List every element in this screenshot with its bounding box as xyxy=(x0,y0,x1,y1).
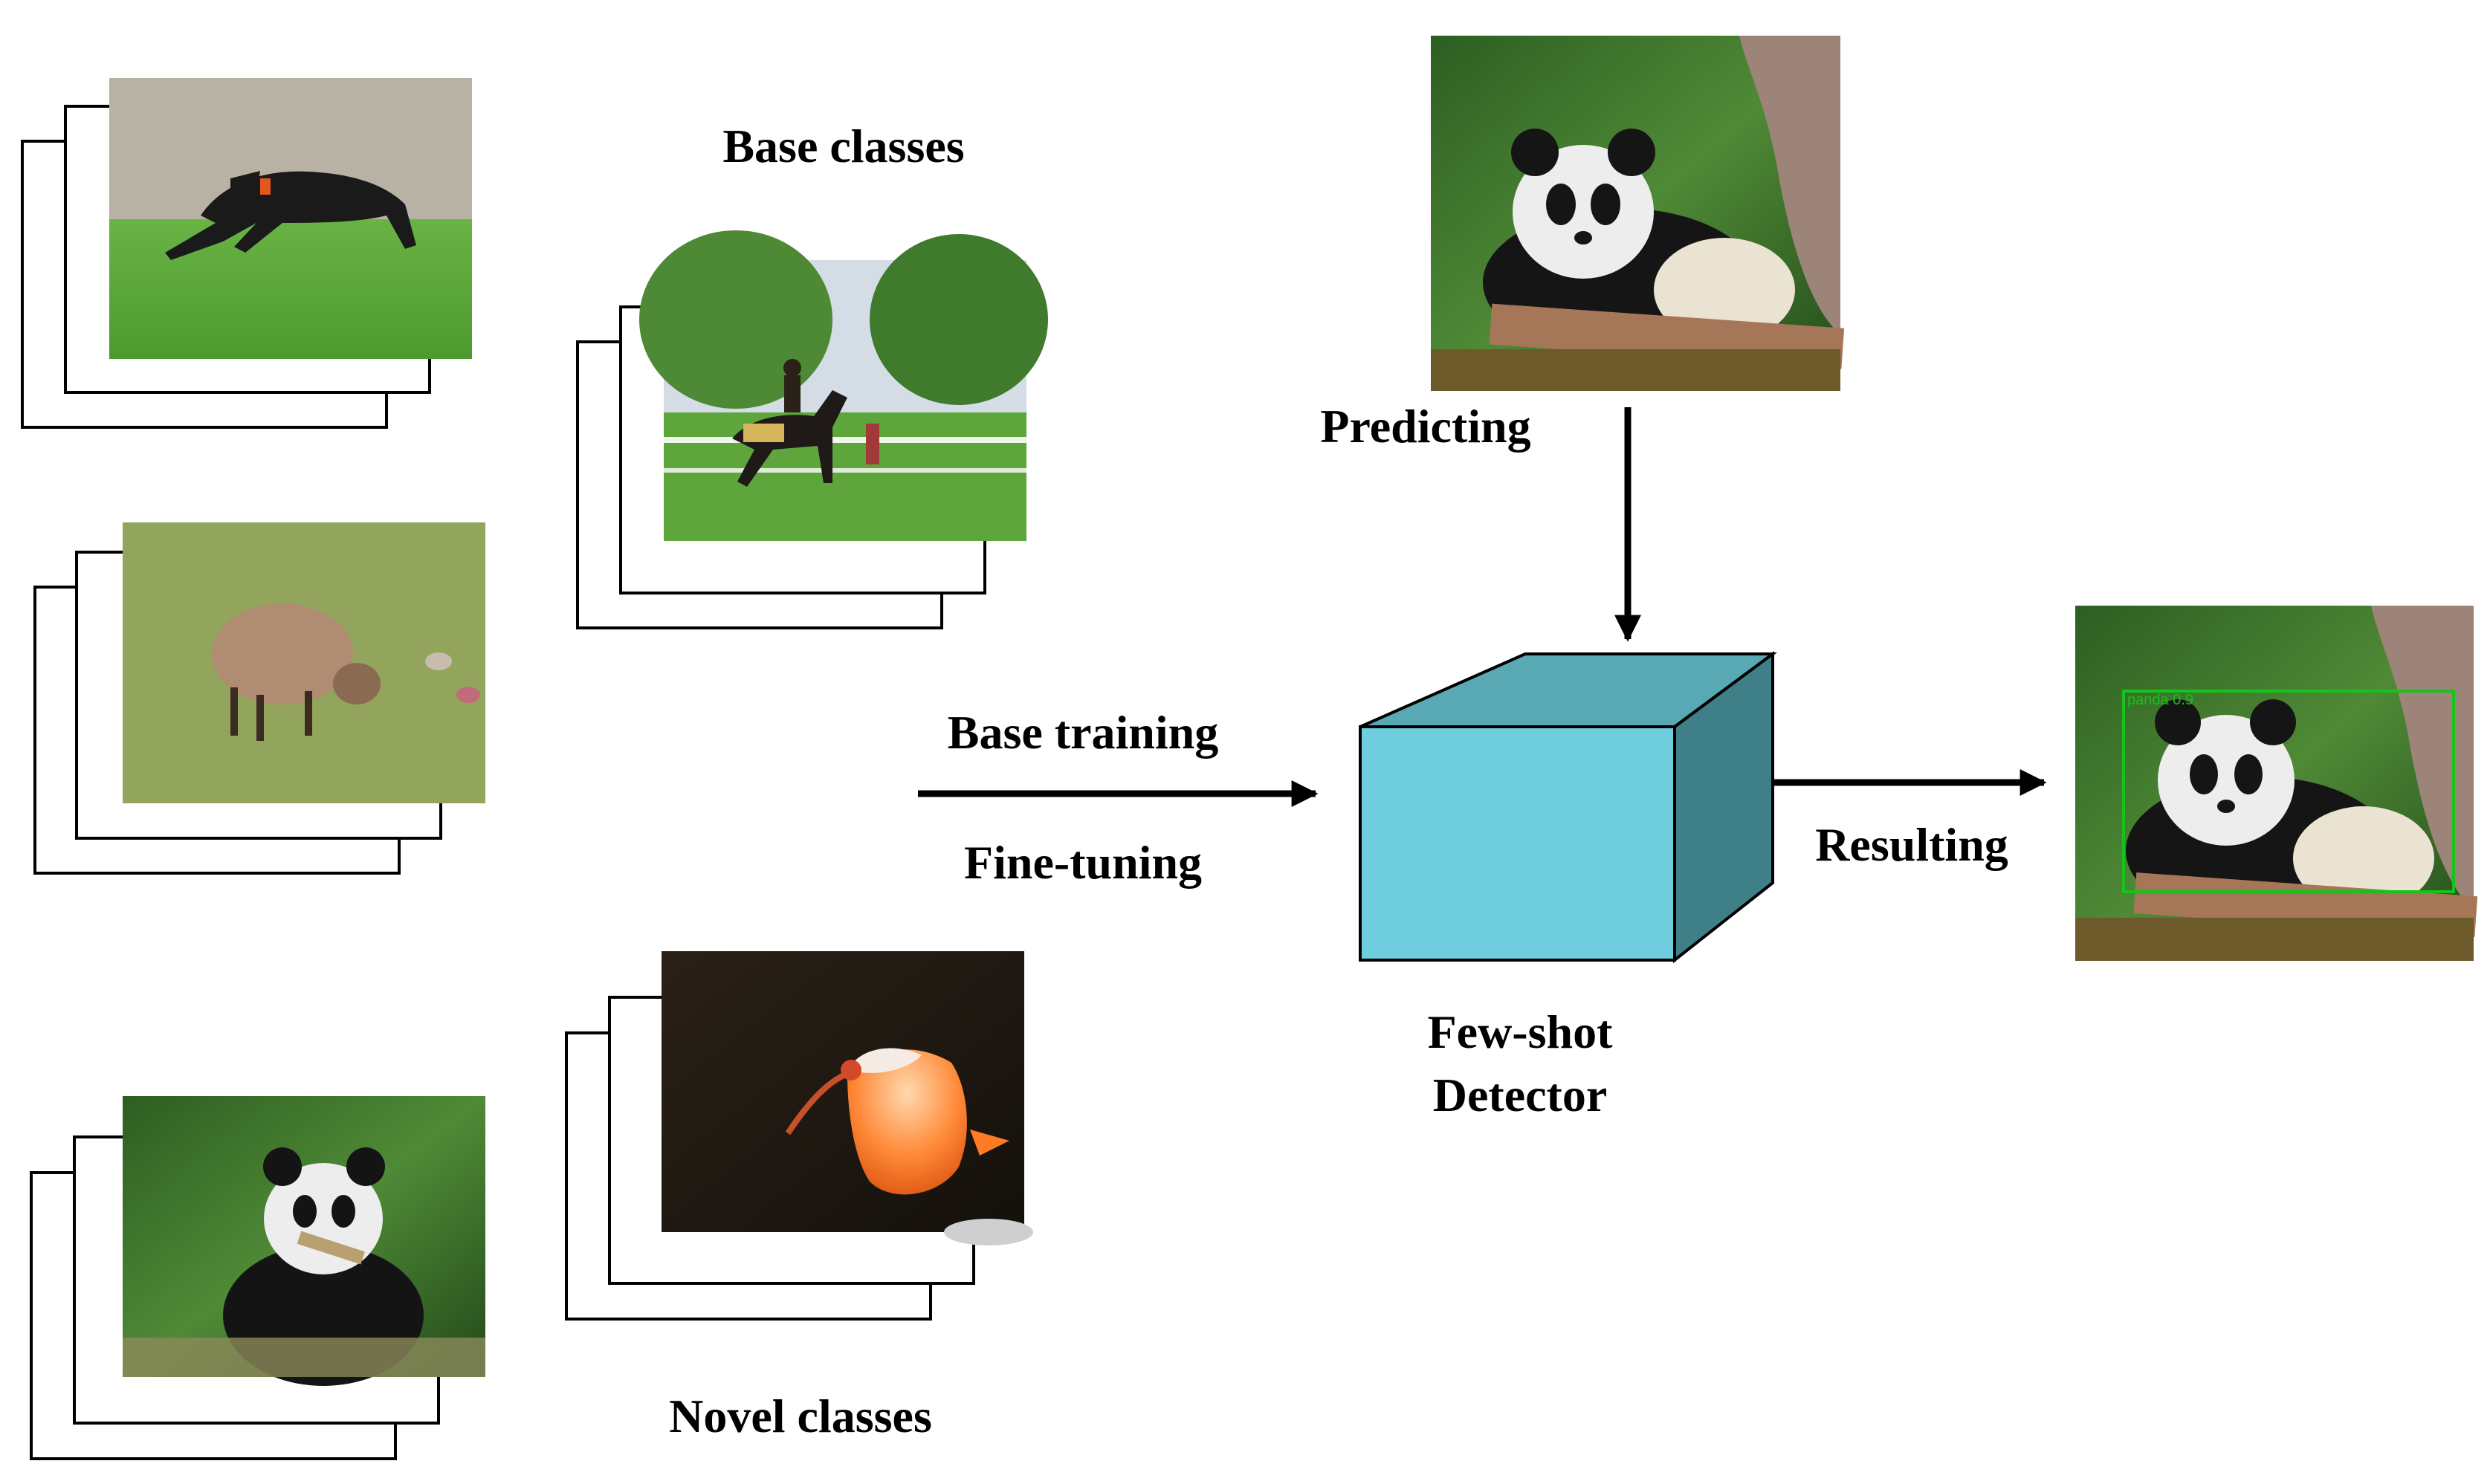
label-detector-line1: Few-shot xyxy=(1428,1005,1614,1058)
image-stack-panda xyxy=(30,1096,485,1460)
image-stack-sheep xyxy=(33,522,485,875)
label-base-training: Base training xyxy=(948,706,1218,759)
label-detector-line2: Detector xyxy=(1433,1069,1607,1121)
label-predicting: Predicting xyxy=(1320,400,1530,453)
detection-box xyxy=(2122,690,2455,893)
image-stack-ibis xyxy=(565,951,1033,1321)
label-fine-tuning: Fine-tuning xyxy=(964,836,1202,889)
photo-panda-eating xyxy=(123,1096,485,1386)
photo-panda-input xyxy=(1431,36,1845,391)
label-novel-classes: Novel classes xyxy=(669,1390,932,1442)
photo-horse xyxy=(639,230,1048,541)
detector-cube xyxy=(1359,651,1778,964)
photo-ibis xyxy=(662,951,1033,1245)
label-base-classes: Base classes xyxy=(722,120,964,172)
detection-label: panda 0.9 xyxy=(2127,692,2193,708)
photo-sheep xyxy=(123,522,485,803)
image-stack-horse xyxy=(576,230,1048,629)
cube-front xyxy=(1359,725,1676,962)
photo-panda-result: panda 0.9 xyxy=(2075,606,2478,961)
photo-dog xyxy=(109,78,472,359)
label-resulting: Resulting xyxy=(1815,818,2008,871)
image-stack-dog xyxy=(21,78,472,429)
